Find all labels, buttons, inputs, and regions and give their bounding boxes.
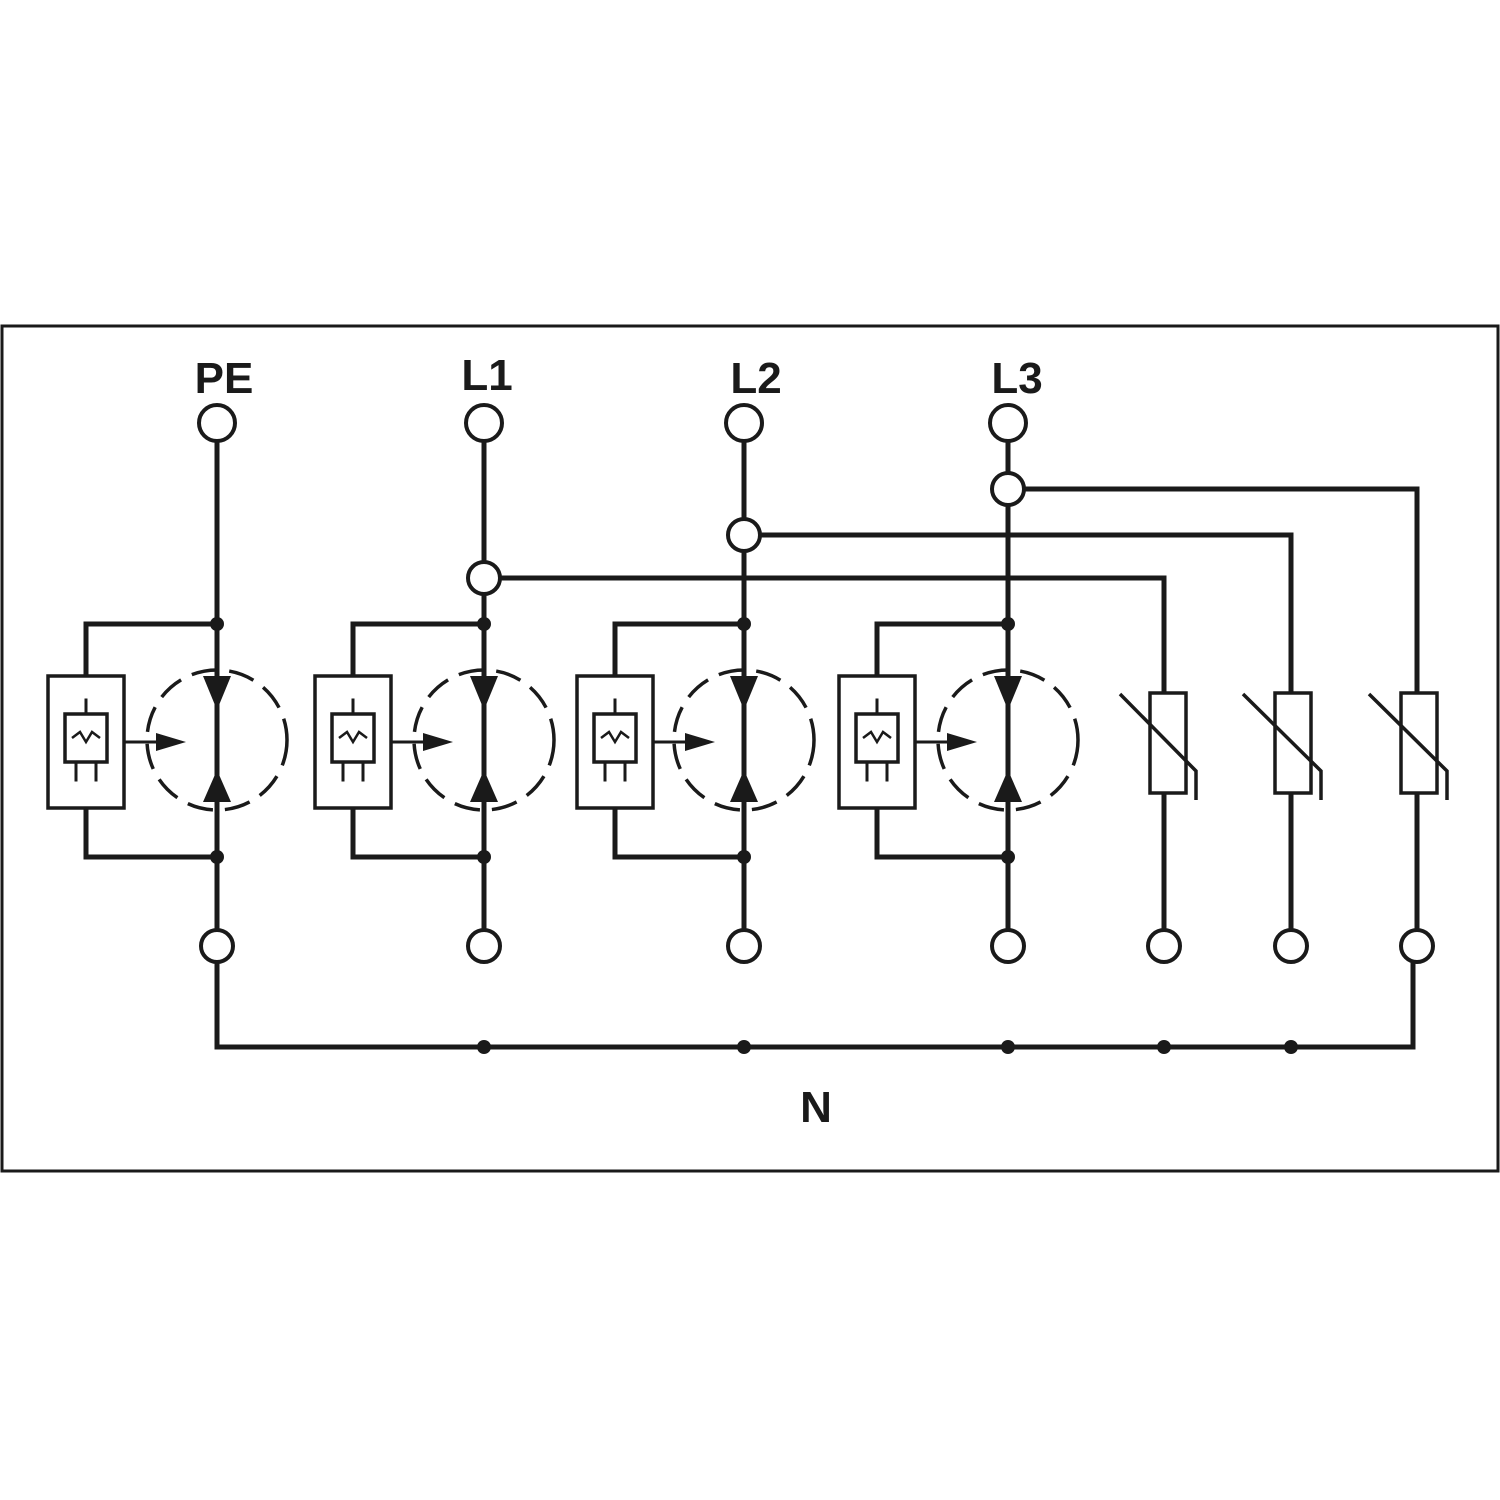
terminal-bottom-var2 [1273, 928, 1309, 964]
terminal-bottom-l3 [990, 928, 1026, 964]
terminal-l1-tap [466, 560, 502, 596]
diagram-frame [0, 324, 1500, 1173]
channel-l2 [575, 441, 816, 949]
label-n: N [800, 1083, 832, 1132]
terminal-l2-top [724, 403, 764, 443]
bus-junction-var2 [1284, 1040, 1298, 1054]
varistor-2 [1241, 691, 1323, 949]
l1-varistor-branch [497, 575, 1167, 696]
varistor-1 [1118, 691, 1198, 949]
channel-l3 [837, 441, 1080, 949]
terminal-bottom-pe [199, 928, 235, 964]
terminal-bottom-l2 [726, 928, 762, 964]
l3-varistor-branch [1022, 486, 1420, 696]
label-l1: L1 [461, 351, 512, 400]
terminal-pe-top [197, 403, 237, 443]
terminal-l1-top [464, 403, 504, 443]
bus-junction-var1 [1157, 1040, 1171, 1054]
bus-junction-l3 [1001, 1040, 1015, 1054]
label-pe: PE [195, 354, 254, 403]
terminal-bottom-var3 [1399, 928, 1435, 964]
channel-pe [46, 441, 289, 949]
terminal-l3-top [988, 403, 1028, 443]
terminal-bottom-l1 [466, 928, 502, 964]
terminal-bottom-var1 [1146, 928, 1182, 964]
label-l3: L3 [991, 354, 1042, 403]
neutral-bus [214, 943, 1416, 1050]
terminal-l3-tap [990, 471, 1026, 507]
terminal-l2-tap [726, 517, 762, 553]
bus-junction-l1 [477, 1040, 491, 1054]
bus-junction-l2 [737, 1040, 751, 1054]
channel-l1 [313, 441, 556, 949]
label-l2: L2 [730, 354, 781, 403]
varistor-3 [1367, 691, 1449, 949]
l2-varistor-branch [757, 532, 1294, 696]
